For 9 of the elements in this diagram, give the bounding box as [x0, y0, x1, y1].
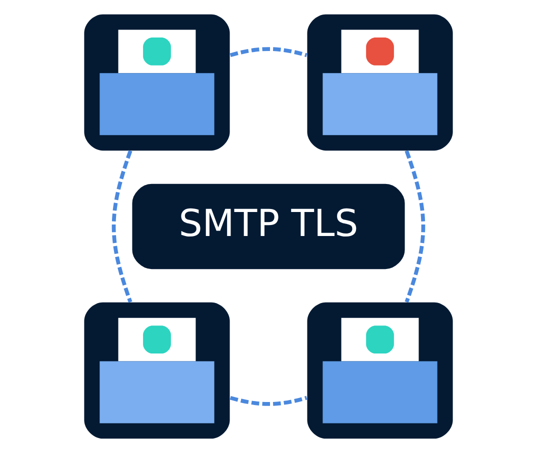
- node-picture: [306, 302, 452, 439]
- connector: [111, 150, 132, 303]
- connector: [229, 396, 307, 406]
- connector: [229, 47, 307, 58]
- node-picture: [84, 302, 230, 439]
- node-box: SMTP TLS: [132, 184, 404, 270]
- node-picture: [84, 14, 230, 151]
- connector: [404, 150, 425, 303]
- node-picture: [306, 14, 452, 151]
